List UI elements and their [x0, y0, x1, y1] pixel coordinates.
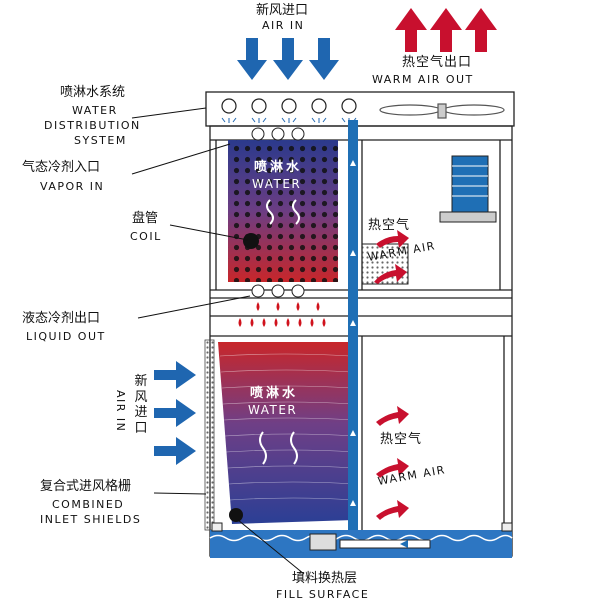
liquid-out-en: LIQUID OUT	[26, 330, 106, 343]
warm-air-out-en: WARM AIR OUT	[372, 73, 474, 86]
warm-air-out-cn: 热空气出口	[402, 55, 473, 70]
air-in-side-cn: 新风进口	[134, 374, 148, 436]
coil-header-circles	[251, 127, 305, 298]
water-bottom-en: WATER	[248, 403, 298, 417]
air-in-side-en: AIR IN	[114, 390, 127, 433]
warm-air-2-cn: 热空气	[380, 432, 423, 447]
liquid-out-cn: 液态冷剂出口	[22, 311, 101, 326]
pipe-flow-arrows	[350, 160, 356, 506]
inlet-shields-cn: 复合式进风格栅	[40, 479, 132, 494]
warm-air-arrow-icon	[395, 8, 427, 52]
warm-air-arrow-icon	[465, 8, 497, 52]
spray-nozzles	[221, 98, 357, 123]
water-flow-arrows-bottom	[259, 431, 298, 465]
air-in-arrow-icon	[273, 38, 303, 80]
fill-surface-block	[218, 342, 354, 524]
fill-surface-cn: 填料换热层	[292, 571, 358, 586]
warm-air-arrows-upper	[374, 230, 409, 284]
vapor-in-cn: 气态冷剂入口	[22, 160, 101, 175]
water-drops	[238, 302, 326, 327]
air-in-arrow-icon	[154, 437, 196, 465]
air-in-top-en: AIR IN	[262, 19, 305, 32]
inlet-shields	[204, 339, 215, 531]
inlet-shields-en-2: INLET SHIELDS	[40, 513, 142, 526]
water-distribution-cn: 喷淋水系统	[60, 85, 126, 100]
warm-air-out-arrows	[395, 8, 497, 52]
warm-air-arrows-lower	[376, 406, 409, 520]
inlet-shields-en-1: COMBINED	[52, 498, 125, 511]
warm-air-1-cn: 热空气	[368, 218, 411, 233]
water-distribution-en-1: WATER	[72, 104, 118, 117]
air-in-side-arrows	[154, 361, 196, 465]
leader-lines	[131, 107, 305, 575]
fill-surface-lines	[219, 353, 357, 501]
water-top-en: WATER	[252, 177, 302, 191]
water-basin	[209, 522, 513, 558]
water-top-cn: 喷淋水	[254, 160, 303, 175]
coil-cn: 盘管	[132, 211, 159, 226]
air-in-top-arrows	[237, 38, 339, 80]
water-bottom-cn: 喷淋水	[250, 386, 299, 401]
vapor-in-en: VAPOR IN	[40, 180, 105, 193]
air-in-arrow-icon	[154, 399, 196, 427]
coil-marker-dot	[243, 233, 259, 249]
air-in-arrow-icon	[309, 38, 339, 80]
water-pipe	[348, 120, 358, 550]
warm-air-arrow-icon	[430, 8, 462, 52]
pump-motor-icon	[439, 155, 497, 223]
water-distribution-en-3: SYSTEM	[74, 134, 127, 147]
fill-surface-en: FILL SURFACE	[276, 588, 370, 601]
fill-marker-dot	[229, 508, 243, 522]
fan-icon	[379, 103, 505, 119]
coil-en: COIL	[130, 230, 162, 243]
air-in-top-cn: 新风进口	[256, 3, 309, 18]
water-distribution-en-2: DISTRIBUTION	[44, 119, 141, 132]
air-in-arrow-icon	[237, 38, 267, 80]
air-in-arrow-icon	[154, 361, 196, 389]
water-flow-arrows-top	[266, 199, 300, 225]
